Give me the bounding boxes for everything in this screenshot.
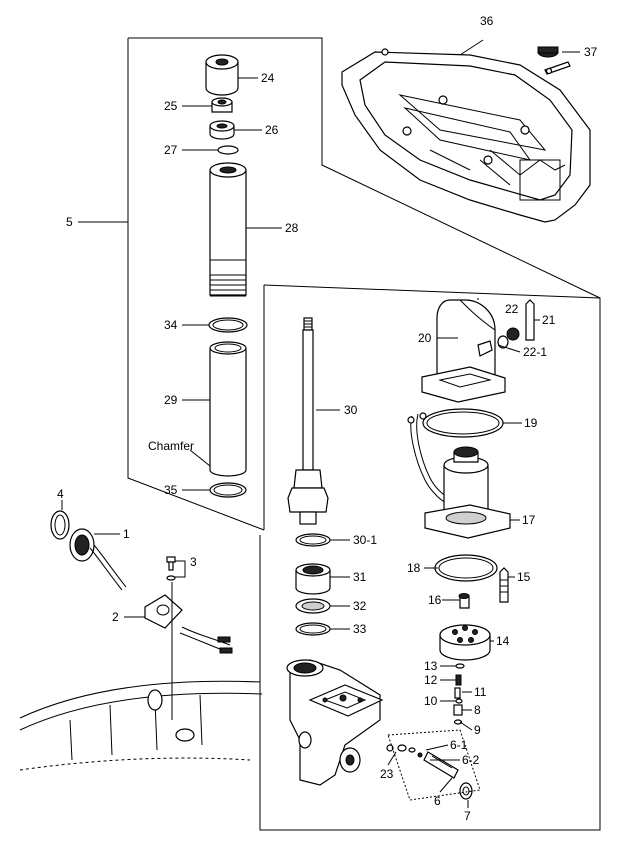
callout-6-1: 6-1 bbox=[450, 738, 468, 752]
trim-cylinder-icon bbox=[205, 54, 248, 498]
callout-24: 24 bbox=[261, 71, 275, 85]
callout-31: 31 bbox=[353, 570, 367, 584]
callout-4: 4 bbox=[57, 487, 64, 501]
callout-19: 19 bbox=[524, 416, 538, 430]
callout-2: 2 bbox=[112, 610, 119, 624]
callout-9: 9 bbox=[474, 723, 481, 737]
callout-27: 27 bbox=[164, 143, 178, 157]
tilt-motor-icon bbox=[407, 299, 535, 603]
callout-30: 30 bbox=[344, 403, 358, 417]
callout-35: 35 bbox=[164, 483, 178, 497]
callout-labels: 36 37 24 25 26 27 28 5 34 29 Chamfer 35 … bbox=[57, 14, 598, 823]
callout-10: 10 bbox=[424, 694, 438, 708]
callout-18: 18 bbox=[407, 561, 421, 575]
callout-28: 28 bbox=[285, 221, 299, 235]
callout-22: 22 bbox=[505, 302, 519, 316]
callout-23: 23 bbox=[380, 767, 394, 781]
callout-7: 7 bbox=[464, 809, 471, 823]
callout-14: 14 bbox=[496, 634, 510, 648]
callout-36: 36 bbox=[480, 14, 494, 28]
callout-5: 5 bbox=[66, 215, 73, 229]
callout-16: 16 bbox=[428, 593, 442, 607]
callout-1: 1 bbox=[123, 527, 130, 541]
pump-body-icon bbox=[286, 659, 481, 801]
callout-37: 37 bbox=[584, 45, 598, 59]
callout-6-2: 6-2 bbox=[462, 753, 480, 767]
callout-13: 13 bbox=[424, 659, 438, 673]
group-boundary-lines bbox=[127, 37, 601, 831]
valve-body-icon bbox=[439, 593, 491, 725]
callout-15: 15 bbox=[517, 570, 531, 584]
callout-26: 26 bbox=[265, 123, 279, 137]
callout-12: 12 bbox=[424, 673, 438, 687]
callout-21: 21 bbox=[542, 313, 556, 327]
switch-assembly-icon bbox=[19, 510, 263, 771]
callout-30-1: 30-1 bbox=[353, 533, 377, 547]
callout-6: 6 bbox=[434, 794, 441, 808]
callout-32: 32 bbox=[353, 599, 367, 613]
callout-11: 11 bbox=[474, 685, 487, 699]
callout-25: 25 bbox=[164, 99, 178, 113]
chamfer-label: Chamfer bbox=[148, 439, 194, 453]
leader-lines bbox=[61, 39, 580, 808]
cap-37-icon bbox=[537, 46, 571, 75]
piston-rod-icon bbox=[287, 317, 331, 636]
callout-20: 20 bbox=[418, 331, 432, 345]
callout-17: 17 bbox=[522, 513, 536, 527]
bottom-cowling-icon bbox=[341, 48, 591, 223]
callout-22-1: 22-1 bbox=[523, 345, 547, 359]
callout-3: 3 bbox=[190, 555, 197, 569]
callout-34: 34 bbox=[164, 318, 178, 332]
callout-29: 29 bbox=[164, 393, 178, 407]
callout-8: 8 bbox=[474, 703, 481, 717]
callout-33: 33 bbox=[353, 622, 367, 636]
